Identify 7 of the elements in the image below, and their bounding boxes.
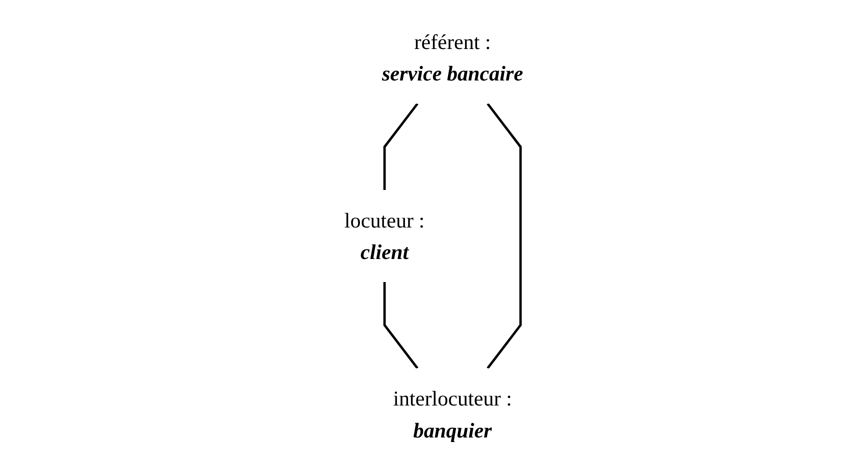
node-text: référent : service bancaire [382,30,524,86]
node-text: locuteur : client [344,208,425,264]
connector [384,102,419,190]
connector [384,282,419,370]
node-text: interlocuteur : banquier [393,386,512,442]
connector [486,102,522,370]
triangle-diagram: référent : service bancaire locuteur : client interlocuteur : banquier [308,4,560,468]
